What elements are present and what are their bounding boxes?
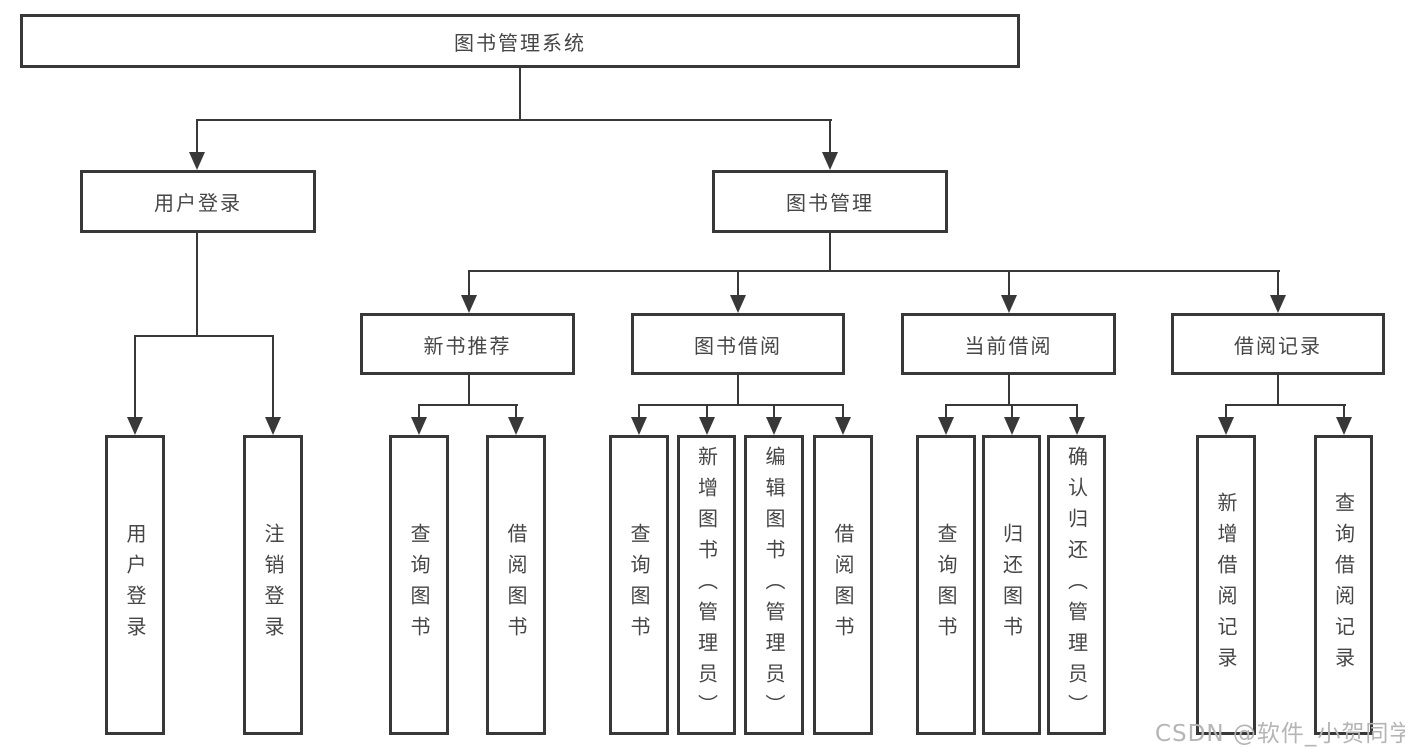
connector-line: [1008, 375, 1010, 406]
leaf-newbook-borrow-books-label: 借阅图书: [504, 523, 528, 647]
connector-line: [1011, 404, 1013, 418]
arrow-down-icon: [938, 417, 954, 435]
arrow-down-icon: [822, 152, 838, 170]
leaf-borrow-query-books: 查询图书: [609, 435, 669, 735]
connector-line: [1277, 375, 1279, 406]
connector-line: [1225, 404, 1346, 406]
leaf-borrow-add-books-admin: 新增图书（管理员）: [677, 435, 736, 735]
node-new-book-recommend-label: 新书推荐: [423, 333, 512, 358]
arrow-down-icon: [699, 417, 715, 435]
arrow-down-icon: [1001, 295, 1017, 313]
connector-line: [519, 68, 521, 120]
connector-line: [737, 375, 739, 406]
connector-line: [829, 233, 831, 272]
leaf-current-confirm-return-admin: 确认归还（管理员）: [1047, 435, 1106, 735]
node-borrow-records: 借阅记录: [1171, 313, 1385, 375]
arrow-down-icon: [127, 417, 143, 435]
arrow-down-icon: [1218, 417, 1234, 435]
node-user-login: 用户登录: [80, 170, 316, 233]
leaf-records-query-record-label: 查询借阅记录: [1331, 492, 1356, 678]
connector-line: [706, 404, 708, 418]
arrow-down-icon: [265, 417, 281, 435]
connector-line: [1277, 270, 1279, 297]
connector-line: [829, 119, 831, 153]
connector-line: [773, 404, 775, 418]
leaf-newbook-query-books-label: 查询图书: [407, 523, 431, 647]
arrow-down-icon: [189, 152, 205, 170]
arrow-down-icon: [1069, 417, 1085, 435]
connector-line: [134, 335, 136, 419]
leaf-borrow-add-books-admin-label: 新增图书（管理员）: [694, 445, 719, 725]
connector-line: [196, 119, 198, 153]
node-new-book-recommend: 新书推荐: [360, 313, 575, 375]
leaf-current-confirm-return-admin-label: 确认归还（管理员）: [1064, 445, 1089, 725]
connector-line: [468, 270, 470, 297]
leaf-borrow-borrow-books-label: 借阅图书: [831, 523, 855, 647]
node-current-borrow: 当前借阅: [901, 313, 1116, 375]
leaf-records-add-record: 新增借阅记录: [1196, 435, 1256, 735]
leaf-current-return-books-label: 归还图书: [999, 523, 1024, 647]
arrow-down-icon: [730, 295, 746, 313]
arrow-down-icon: [508, 417, 524, 435]
arrow-down-icon: [461, 295, 477, 313]
connector-line: [418, 404, 420, 418]
connector-line: [1225, 404, 1227, 418]
node-book-borrow-label: 图书借阅: [694, 333, 782, 358]
arrow-down-icon: [1004, 417, 1020, 435]
node-book-management-label: 图书管理: [786, 191, 874, 215]
connector-line: [468, 375, 470, 406]
connector-line: [638, 404, 640, 418]
arrow-down-icon: [835, 417, 851, 435]
node-borrow-records-label: 借阅记录: [1234, 333, 1322, 358]
connector-line: [638, 404, 844, 406]
leaf-borrow-edit-books-admin-label: 编辑图书（管理员）: [762, 445, 786, 725]
connector-line: [1343, 404, 1345, 418]
node-current-borrow-label: 当前借阅: [964, 333, 1053, 358]
connector-line: [468, 270, 1280, 272]
node-book-borrow: 图书借阅: [631, 313, 845, 375]
leaf-current-query-books: 查询图书: [916, 435, 976, 735]
leaf-user-login-label: 用户登录: [123, 523, 147, 647]
connector-line: [272, 335, 274, 419]
leaf-borrow-query-books-label: 查询图书: [627, 523, 651, 647]
leaf-newbook-query-books: 查询图书: [389, 435, 449, 735]
arrow-down-icon: [1270, 295, 1286, 313]
leaf-borrow-edit-books-admin: 编辑图书（管理员）: [744, 435, 804, 735]
connector-line: [1008, 270, 1010, 297]
leaf-records-add-record-label: 新增借阅记录: [1214, 492, 1238, 678]
arrow-down-icon: [631, 417, 647, 435]
node-root: 图书管理系统: [20, 14, 1020, 68]
connector-line: [737, 270, 739, 297]
connector-line: [418, 404, 518, 406]
leaf-user-login: 用户登录: [105, 435, 165, 735]
connector-line: [134, 335, 274, 337]
arrow-down-icon: [1336, 417, 1352, 435]
arrow-down-icon: [411, 417, 427, 435]
connector-line: [196, 119, 832, 121]
leaf-logout: 注销登录: [243, 435, 303, 735]
csdn-watermark: CSDN @软件_小贺同学: [1155, 721, 1405, 747]
node-root-label: 图书管理系统: [454, 30, 586, 55]
arrow-down-icon: [766, 417, 782, 435]
leaf-newbook-borrow-books: 借阅图书: [486, 435, 546, 735]
node-book-management: 图书管理: [712, 170, 948, 233]
leaf-records-query-record: 查询借阅记录: [1314, 435, 1373, 735]
node-user-login-label: 用户登录: [154, 191, 242, 215]
leaf-current-return-books: 归还图书: [982, 435, 1041, 735]
connector-line: [945, 404, 947, 418]
leaf-borrow-borrow-books: 借阅图书: [813, 435, 873, 735]
leaf-logout-label: 注销登录: [261, 523, 285, 647]
connector-line: [842, 404, 844, 418]
connector-line: [1076, 404, 1078, 418]
leaf-current-query-books-label: 查询图书: [934, 523, 958, 647]
connector-line: [196, 233, 198, 337]
connector-line: [515, 404, 517, 418]
